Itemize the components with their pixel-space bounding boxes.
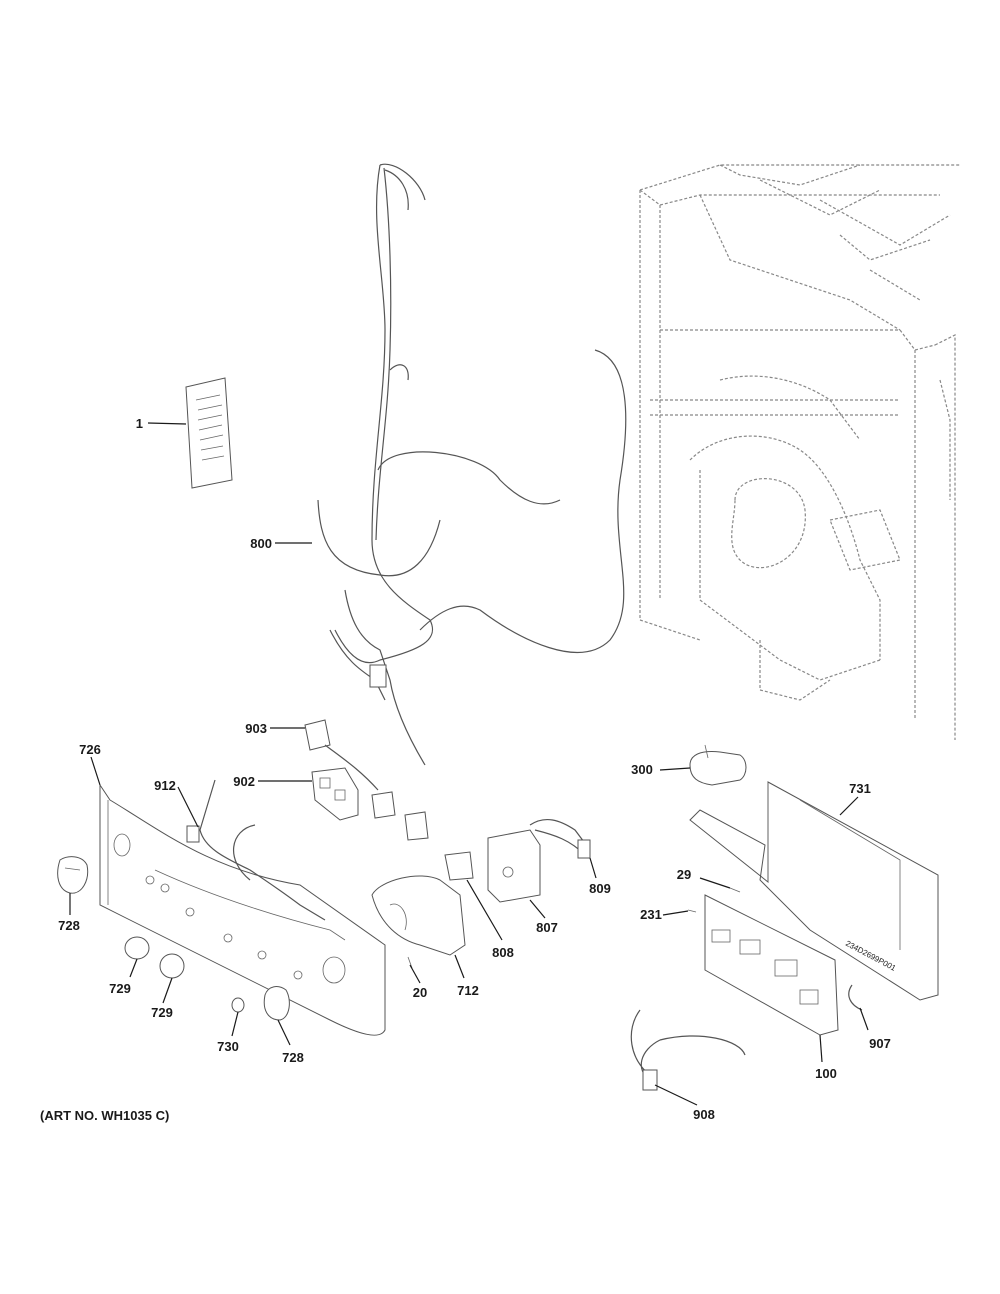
callout-728-right: 728 [282, 1050, 304, 1065]
callout-728-left: 728 [58, 918, 80, 933]
callout-731: 731 [849, 781, 871, 796]
callout-729-lower: 729 [151, 1005, 173, 1020]
knob-729-lower [159, 953, 185, 979]
control-board-100 [704, 894, 839, 1036]
callout-908: 908 [693, 1107, 715, 1122]
callout-20: 20 [413, 985, 427, 1000]
wire-harness [317, 163, 627, 766]
callout-712: 712 [457, 983, 479, 998]
control-panel [99, 783, 386, 1036]
knob-729-upper [124, 936, 150, 960]
callout-902: 902 [233, 774, 255, 789]
panel-harness-912 [186, 779, 326, 921]
wire-907 [848, 984, 863, 1011]
callout-labels: 1 800 903 902 726 912 728 729 729 730 72… [58, 416, 891, 1122]
callout-729-upper: 729 [109, 981, 131, 996]
screw-231 [687, 909, 697, 913]
thermostat-808 [444, 851, 474, 881]
callout-808: 808 [492, 945, 514, 960]
art-number: (ART NO. WH1035 C) [40, 1108, 169, 1123]
knob-728-left [57, 856, 89, 894]
knob-730 [231, 997, 245, 1013]
cabinet-frame [639, 164, 960, 740]
literature-booklet [185, 377, 233, 489]
knob-728-right [263, 986, 290, 1021]
callout-100: 100 [815, 1066, 837, 1081]
bracket-712 [371, 875, 466, 956]
callout-903: 903 [245, 721, 267, 736]
capacitor-300 [689, 744, 747, 786]
callout-300: 300 [631, 762, 653, 777]
leader-lines [69, 422, 869, 1106]
callout-809: 809 [589, 881, 611, 896]
wire-harness-908 [630, 1009, 746, 1091]
switch-assembly-902 [311, 767, 429, 841]
callout-231: 231 [640, 907, 662, 922]
timer-807 [487, 829, 541, 903]
switch-903 [304, 719, 379, 791]
board-bracket-731 [689, 781, 939, 1001]
callout-730: 730 [217, 1039, 239, 1054]
callout-726: 726 [79, 742, 101, 757]
callout-912: 912 [154, 778, 176, 793]
callout-1: 1 [136, 416, 143, 431]
callout-800: 800 [250, 536, 272, 551]
callout-807: 807 [536, 920, 558, 935]
callout-907: 907 [869, 1036, 891, 1051]
callout-29: 29 [677, 867, 691, 882]
screw-29 [729, 887, 741, 893]
connector-809 [529, 818, 591, 859]
